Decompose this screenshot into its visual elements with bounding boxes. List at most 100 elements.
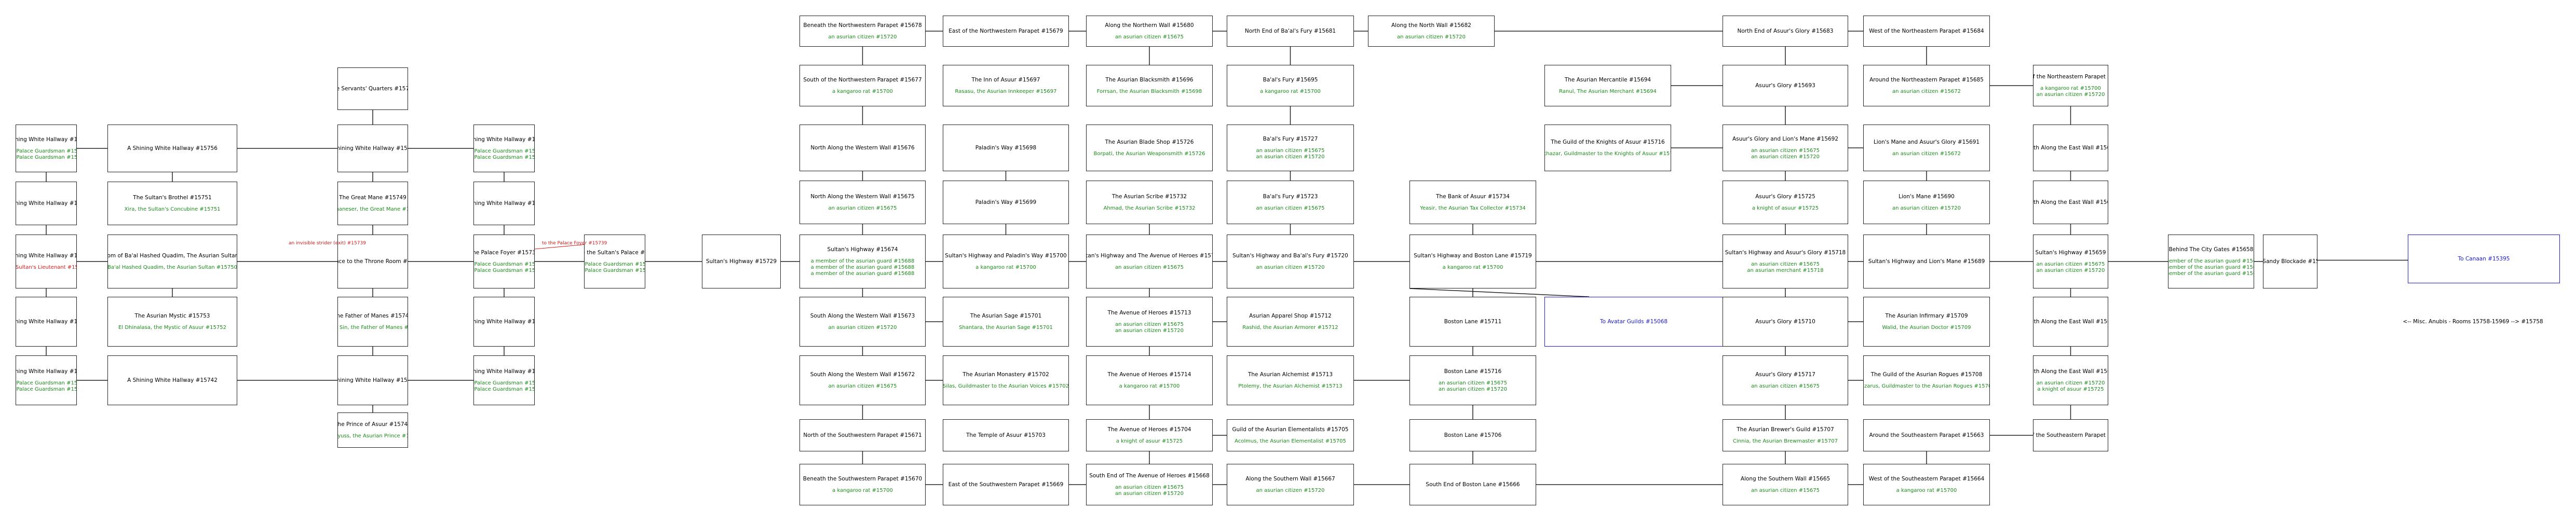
room-name: The Asurian Blacksmith #15696 [1105, 76, 1194, 83]
room-occupant: El Dhinalasa, the Mystic of Asuur #15752 [118, 324, 226, 331]
room-name: North of the Southwestern Parapet #15671 [803, 432, 922, 438]
room-15742: A Shining White Hallway #15742 [107, 355, 237, 405]
room-occupant: an asurian citizen #15720 [828, 34, 897, 40]
room-15669: East of the Southwestern Parapet #15669 [943, 464, 1069, 505]
room-occupant: an asurian citizen #15675 [1439, 380, 1507, 386]
room-name: South End of The Avenue of Heroes #15668 [1089, 472, 1210, 479]
room-name: A Shining White Hallway #15761 [16, 368, 76, 375]
room-name: A Shining White Hallway #15753 [473, 136, 534, 143]
room-15660: South Along the East Wall #15660 [2033, 297, 2108, 347]
room-15754: A Shining White Hallway #15754 [337, 125, 408, 172]
room-occupant: Shantara, the Asurian Sage #15701 [959, 324, 1053, 331]
room-15676: North Along the Western Wall #15676 [799, 125, 926, 171]
room-name: A Shining White Hallway #15759 [16, 252, 76, 259]
room-15736: Before the Sultan's Palace #15736The Pal… [584, 235, 645, 288]
room-15716b: Boston Lane #15716 an asurian citizen #15… [1409, 355, 1536, 405]
room-occupant: an asurian citizen #15675 [1256, 205, 1325, 211]
exit-note-right: to the Palace Foyer #15739 [542, 241, 607, 246]
room-occupant: an asurian citizen #15675 [1751, 383, 1820, 389]
room-name: The Bank of Asuur #15734 [1436, 193, 1510, 200]
room-occupant: a kangaroo rat #15700 [832, 487, 893, 493]
room-name: Sultan's Highway #15674 [827, 246, 898, 253]
room-name: South Along the East Wall #15660 [2033, 318, 2108, 325]
room-name: The Sandy Blockade #15657 [2263, 258, 2317, 265]
room-15749: The Great Mane #15749Shalmaneser, the Gr… [337, 182, 408, 225]
room-15758: A Shining White Hallway #15758 [16, 182, 77, 225]
room-15759: A Shining White Hallway #15759The Sultan… [16, 235, 77, 288]
room-15743: A Shining White Hallway #15743 [337, 355, 408, 405]
room-15706: Boston Lane #15706 [1409, 419, 1536, 451]
room-occupant: Ahmad, the Asurian Scribe #15732 [1103, 205, 1196, 211]
room-occupant: The Palace Guardsman #15730 [474, 380, 535, 386]
room-occupant: The Palace Guardsman #15730 [474, 267, 535, 273]
room-name: North Along the Western Wall #15676 [810, 144, 915, 151]
room-canaan[interactable]: To Canaan #15395 [2408, 235, 2560, 283]
room-occupant: The Palace Guardsman #15730 [585, 267, 645, 273]
room-occupant: an asurian citizen #15720 [1256, 264, 1325, 270]
room-15720: Sultan's Highway and Ba'al's Fury #15720… [1227, 235, 1354, 288]
room-15671: North of the Southwestern Parapet #15671 [799, 419, 926, 451]
room-name: East of the Northwestern Parapet #15679 [948, 27, 1063, 34]
room-name: Before the Sultan's Palace #15736 [585, 249, 645, 256]
room-15744: The Prince of Asuur #15744Camilyuss, the… [337, 412, 408, 448]
room-occupant: The Palace Guardsman #15730 [585, 261, 645, 267]
room-name: Sultan's Highway and Boston Lane #15719 [1414, 252, 1532, 259]
room-name: Sultan's Highway #15729 [706, 258, 777, 265]
room-name: The Asurian Alchemist #15713 [1248, 371, 1333, 378]
room-15745: A Shining White Hallway #15745 [473, 297, 535, 347]
room-15717: Asuur's Glory #15717 an asurian citizen #… [1723, 355, 1848, 405]
room-name: Asurian Apparel Shop #15712 [1249, 312, 1332, 319]
room-occupant: an asurian citizen #15675 [1256, 147, 1325, 154]
room-name: West of the Northeastern Parapet #15684 [1869, 27, 1984, 34]
room-15757: A Shining White Hallway #15757The Palace… [16, 125, 77, 172]
room-occupant: Forrsan, the Asurian Blacksmith #15698 [1096, 88, 1202, 94]
room-occupant: Ranul, The Asurian Merchant #15694 [1559, 88, 1657, 94]
room-occupant: Shalmaneser, the Great Mane #15749 [338, 206, 408, 212]
room-name: South Along the Western Wall #15672 [810, 371, 915, 378]
room-occupant: an asurian citizen #15672 [1892, 150, 1961, 157]
room-name: East of the Southwestern Parapet #15669 [948, 481, 1064, 488]
room-name: The Asurian Brewer's Guild #15707 [1737, 426, 1834, 433]
room-15688: North Along the East Wall #15688 [2033, 181, 2108, 224]
room-occupant: an asurian citizen #15672 [1892, 88, 1961, 94]
room-occupant: Silas, Guildmaster to the Asurian Voices… [943, 383, 1069, 389]
room-toavatar[interactable]: To Avatar Guilds #15068 [1544, 297, 1723, 347]
room-name: Asuur's Glory #15717 [1755, 371, 1815, 378]
room-occupant: The Palace Guardsman #15730 [474, 261, 535, 267]
room-occupant: an asurian citizen #15720 [1397, 34, 1466, 40]
room-15761: A Shining White Hallway #15761The Palace… [16, 355, 77, 405]
room-occupant: an asurian citizen #15675 [1751, 487, 1820, 493]
room-name: The Guild of the Asurian Rogues #15708 [1870, 371, 1983, 378]
room-15729: Sultan's Highway #15729 [702, 235, 781, 288]
room-occupant: a member of the asurian guard #15688 [2168, 270, 2254, 277]
room-15698: Paladin's Way #15698 [943, 125, 1069, 171]
room-name: The Asurian Mystic #15753 [134, 312, 210, 319]
room-name: North of the Southeastern Parapet #15662 [2033, 432, 2108, 438]
room-name: Boston Lane #15716 [1444, 368, 1502, 375]
room-name: The Avenue of Heroes #15714 [1107, 371, 1191, 378]
room-occupant: an asurian citizen #15720 [1115, 490, 1184, 497]
room-name: A Shining White Hallway #15758 [16, 200, 76, 207]
room-name: A Shining White Hallway #15742 [127, 377, 218, 383]
room-occupant: a kangaroo rat #15700 [1442, 264, 1503, 270]
room-15739: The Palace Foyer #15739The Palace Guards… [473, 235, 535, 288]
room-occupant: a kangaroo rat #15700 [1896, 487, 1957, 493]
room-occupant: a member of the asurian guard #15688 [810, 270, 915, 277]
room-name: The Temple of Asuur #15703 [966, 432, 1046, 438]
